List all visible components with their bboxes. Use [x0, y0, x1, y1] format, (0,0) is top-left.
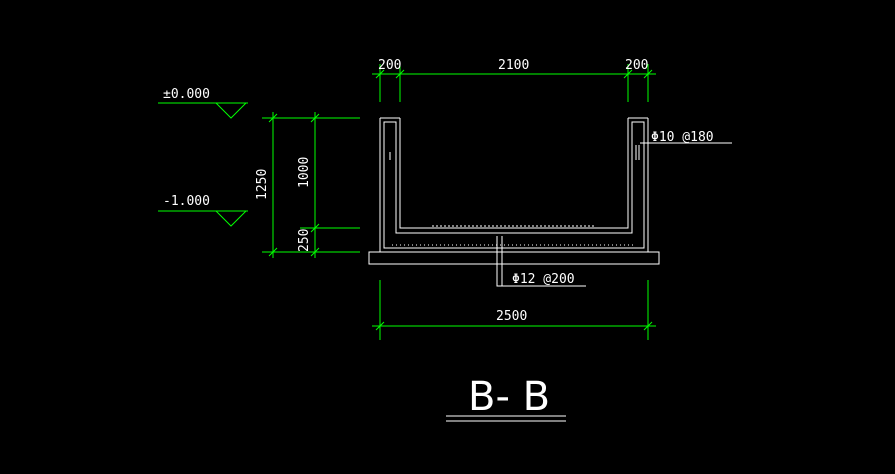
slab-rebar-leader: [496, 236, 586, 287]
dim-total-height: 1250: [255, 169, 270, 200]
base-cushion: [368, 251, 660, 265]
dim-left-wall: 200: [378, 58, 401, 73]
v-sub-tick-bottom: [310, 247, 320, 257]
elev-top-triangle: [215, 102, 247, 119]
v-sub-tick-mid: [310, 223, 320, 233]
dim-right-wall: 200: [625, 58, 648, 73]
top-dimension-chain: 200 2100 200: [372, 58, 656, 102]
top-tick-2: [395, 69, 405, 79]
left-wall-inner-bar: [395, 124, 633, 234]
wall-rebar-label: Φ10 @180: [651, 130, 714, 145]
elevation-markers: ±0.000 -1.000: [158, 87, 248, 227]
channel-outer-outline: [379, 118, 649, 253]
top-tick-1: [375, 69, 385, 79]
channel-inner-outline: [399, 118, 629, 229]
top-tick-3: [623, 69, 633, 79]
v-sub-tick-top: [310, 113, 320, 123]
dim-inner-width: 2100: [498, 58, 529, 73]
section-title-text: B- B: [468, 374, 550, 420]
bottom-tick-1: [375, 321, 385, 331]
left-hook: [383, 121, 397, 126]
channel-section: [368, 117, 660, 265]
elev-bottom-label: -1.000: [163, 194, 210, 209]
bottom-tick-2: [643, 321, 653, 331]
v-total-tick-bottom: [268, 247, 278, 257]
dim-wall-height: 1000: [297, 157, 312, 188]
elev-top-label: ±0.000: [163, 87, 210, 102]
rebar-leaders: Φ10 @180 Φ12 @200: [496, 130, 732, 287]
dim-slab-thickness: 250: [297, 229, 312, 252]
right-hook: [631, 121, 645, 126]
elev-bottom-triangle: [215, 210, 247, 227]
left-wall-outer-bar: [383, 126, 645, 249]
section-title: B- B: [446, 374, 566, 422]
reinforcement: [383, 121, 645, 249]
slab-rebar-label: Φ12 @200: [512, 272, 575, 287]
top-tick-4: [643, 69, 653, 79]
v-total-tick-top: [268, 113, 278, 123]
bottom-dimension: 2500: [372, 280, 656, 340]
dim-total-width: 2500: [496, 309, 527, 324]
vertical-dimensions: 1250 1000 250: [255, 112, 360, 258]
